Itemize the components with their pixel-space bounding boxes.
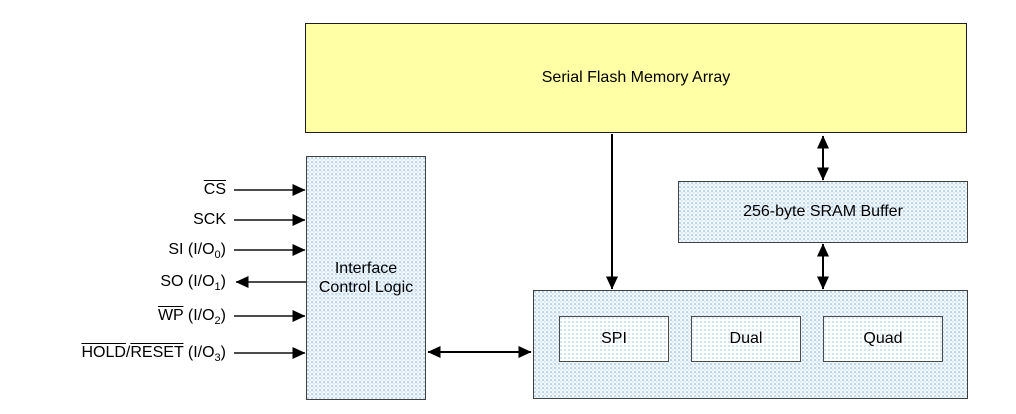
signal-label-so: SO (I/O1) — [160, 273, 226, 294]
signal-label-cs: CS — [203, 181, 226, 198]
dual-mode-block: Dual — [691, 316, 801, 362]
quad-mode-block: Quad — [823, 316, 943, 362]
interface-control-logic-block: Interface Control Logic — [306, 156, 426, 400]
flash-array-block: Serial Flash Memory Array — [305, 23, 967, 133]
signal-label-wp: WP (I/O2) — [157, 307, 226, 328]
sram-buffer-block: 256-byte SRAM Buffer — [678, 181, 968, 243]
interface-control-logic-label: Interface Control Logic — [318, 260, 414, 296]
signal-label-si: SI (I/O0) — [168, 241, 226, 262]
flash-array-label: Serial Flash Memory Array — [541, 69, 731, 86]
dual-mode-label: Dual — [729, 330, 763, 347]
spi-mode-label: SPI — [601, 330, 627, 347]
sram-buffer-label: 256-byte SRAM Buffer — [743, 203, 903, 220]
spi-mode-block: SPI — [559, 316, 669, 362]
quad-mode-label: Quad — [863, 330, 903, 347]
signal-label-sck: SCK — [193, 211, 226, 228]
io-interface-block: SPI Dual Quad — [533, 290, 968, 399]
signal-label-hold-reset: HOLD/RESET (I/O3) — [81, 344, 226, 365]
